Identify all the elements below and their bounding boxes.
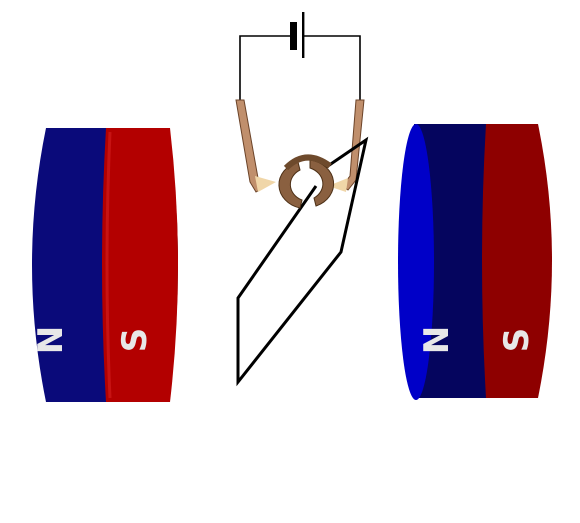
battery [290,12,305,58]
left-magnet-highlight [105,131,112,399]
right-magnet-south-label: S [497,328,537,353]
left-brush-tip [255,176,276,192]
left-magnet-south-half [96,128,178,402]
left-magnet-south-label: S [115,328,155,353]
right-brush-tip [328,178,348,192]
coil-loop [236,136,369,387]
commutator-left-half [278,161,303,209]
battery-short-plate [290,22,297,50]
commutator-right-half [309,159,335,207]
battery-long-plate [302,12,305,58]
commutator-top-rim [283,154,332,171]
right-magnet-face [398,124,434,400]
left-magnet-north-half [32,128,106,402]
right-magnet: N S [398,124,552,400]
split-ring-commutator [278,154,335,209]
left-magnet: N S [31,128,178,402]
circuit-wires [239,35,361,102]
right-magnet-south-half [478,124,552,398]
coil [236,136,369,387]
right-brush [341,99,365,191]
brushes [235,99,365,193]
right-magnet-north-half [414,124,486,398]
right-wire [304,35,361,102]
left-wire [239,35,290,102]
left-magnet-north-label: N [31,326,71,354]
right-magnet-north-label: N [417,326,457,354]
